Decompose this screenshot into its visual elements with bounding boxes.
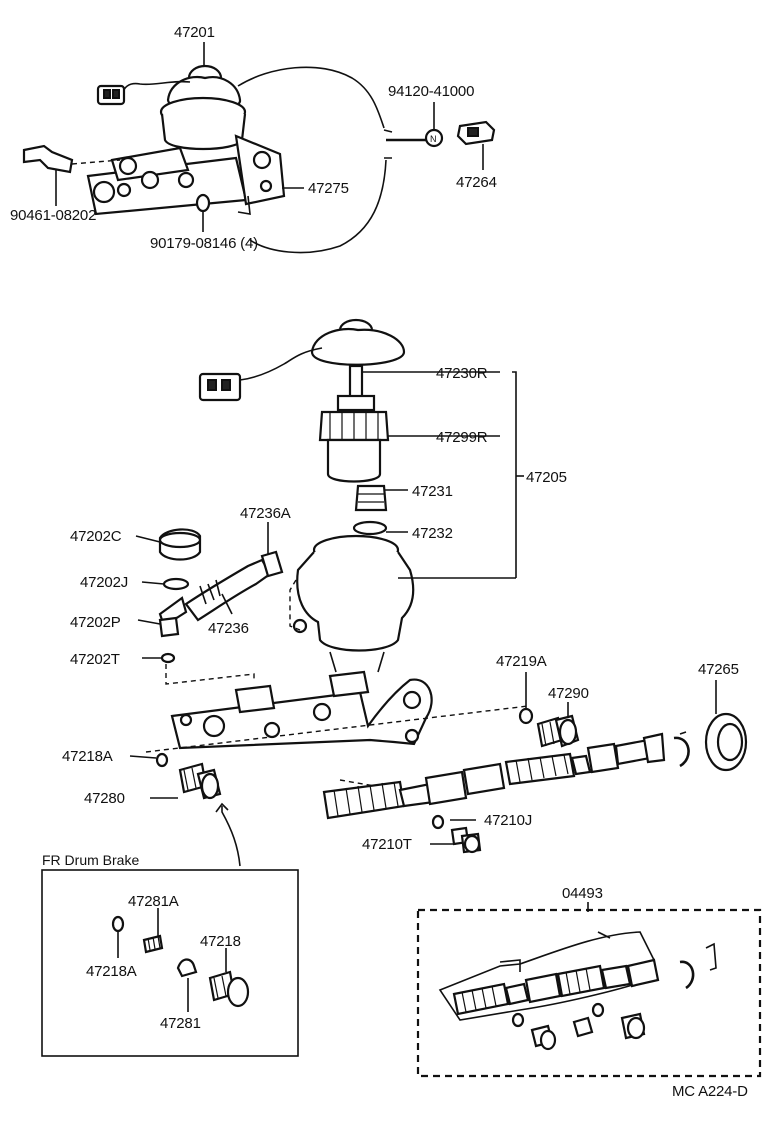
- label-47280: 47280: [84, 790, 125, 807]
- piston-assembly-illustration: [322, 707, 748, 820]
- fr-drum-brake-leaders: [117, 908, 227, 1012]
- label-47264: 47264: [456, 174, 497, 191]
- label-47202T: 47202T: [70, 651, 120, 668]
- kit-04493-illustration: [438, 931, 717, 1051]
- fr-drum-brake-illustration: [111, 915, 250, 1008]
- master-cylinder-body-illustration: [170, 670, 433, 750]
- top-leaders: [55, 42, 484, 232]
- label-47219A: 47219A: [496, 653, 547, 670]
- piston-leaders: [129, 672, 717, 845]
- label-47231: 47231: [412, 483, 453, 500]
- label-47265: 47265: [698, 661, 739, 678]
- label-94120-41000: 94120-41000: [388, 83, 474, 100]
- label-47205: 47205: [526, 469, 567, 486]
- label-47290: 47290: [548, 685, 589, 702]
- fr-drum-brake-box: [41, 869, 299, 1057]
- label-47201: 47201: [174, 24, 215, 41]
- label-47218: 47218: [200, 933, 241, 950]
- inset-arrow-head: [215, 802, 229, 813]
- hose-leaders: [135, 522, 269, 685]
- label-90461-08202: 90461-08202: [10, 207, 96, 224]
- label-47236A: 47236A: [240, 505, 291, 522]
- label-47281: 47281: [160, 1015, 201, 1032]
- label-47202J: 47202J: [80, 574, 128, 591]
- inset-arrow: [221, 806, 241, 867]
- reservoir-assembly-illustration: [198, 318, 415, 673]
- label-47210J: 47210J: [484, 812, 532, 829]
- kit-04493-box: [416, 908, 762, 1078]
- label-47236: 47236: [208, 620, 249, 637]
- label-47275: 47275: [308, 180, 349, 197]
- label-47202C: 47202C: [70, 528, 122, 545]
- label-04493: 04493: [562, 885, 603, 902]
- label-47218A: 47218A: [62, 748, 113, 765]
- footer-code: MC A224-D: [672, 1083, 748, 1100]
- small-parts-illustration: [155, 752, 482, 854]
- label-90179-08146: 90179-08146 (4): [150, 235, 258, 252]
- label-47202P: 47202P: [70, 614, 121, 631]
- label-47230R: 47230R: [436, 365, 488, 382]
- kit-bracket-47205: [362, 371, 524, 579]
- label-47210T: 47210T: [362, 836, 412, 853]
- label-47218A-fr: 47218A: [86, 963, 137, 980]
- label-47232: 47232: [412, 525, 453, 542]
- axis-line: [145, 705, 529, 753]
- svg-text:N: N: [430, 134, 437, 144]
- label-47281A: 47281A: [128, 893, 179, 910]
- label-47299R: 47299R: [436, 429, 488, 446]
- hose-and-caps-illustration: [158, 528, 284, 664]
- fr-drum-brake-title: FR Drum Brake: [42, 852, 139, 868]
- booster-assembly-illustration: N: [22, 64, 496, 254]
